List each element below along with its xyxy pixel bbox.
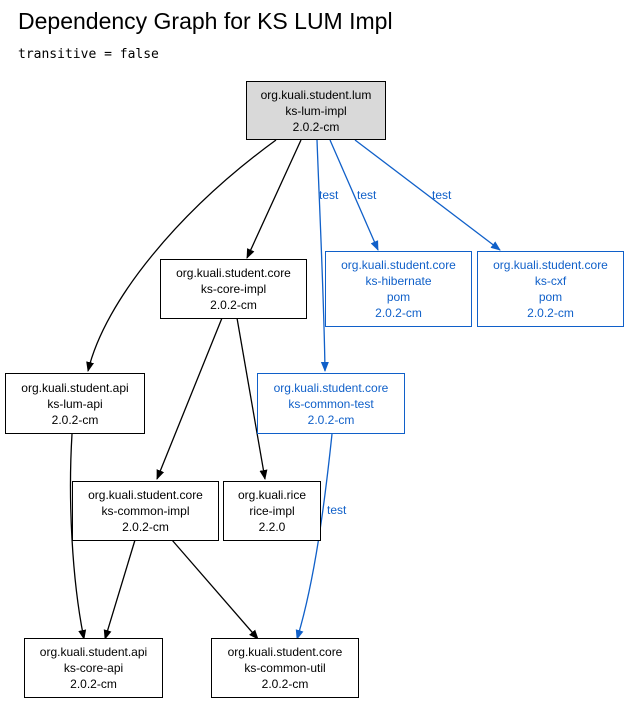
- edge-lum-impl-to-core-impl: [246, 139, 302, 259]
- edge-label-test: test: [327, 503, 347, 517]
- node-artifact: ks-common-util: [244, 661, 326, 675]
- edge-label-test: test: [319, 188, 339, 202]
- edge-common-impl-to-common-util: [171, 539, 259, 640]
- node-group: org.kuali.student.core: [227, 645, 343, 659]
- node-ks-lum-impl[interactable]: org.kuali.student.lum ks-lum-impl 2.0.2-…: [246, 81, 386, 140]
- edge-lum-impl-to-cxf: [354, 139, 501, 251]
- node-ks-common-impl[interactable]: org.kuali.student.core ks-common-impl 2.…: [72, 481, 219, 541]
- node-version: 2.0.2-cm: [292, 119, 340, 134]
- node-group: org.kuali.student.core: [273, 380, 389, 395]
- edge-lum-impl-to-hibernate: [329, 139, 379, 251]
- edge-common-impl-to-core-api: [103, 539, 136, 640]
- node-version: 2.2.0: [258, 520, 286, 534]
- node-group: org.kuali.student.api: [21, 380, 129, 395]
- node-version: 2.0.2-cm: [70, 677, 117, 691]
- node-ks-common-test[interactable]: org.kuali.student.core ks-common-test 2.…: [257, 373, 405, 434]
- node-ks-core-api[interactable]: org.kuali.student.api ks-core-api 2.0.2-…: [24, 638, 163, 698]
- node-version: 2.0.2-cm: [122, 520, 169, 534]
- node-group: org.kuali.student.core: [176, 266, 291, 280]
- node-artifact: ks-hibernate: [365, 274, 432, 288]
- node-artifact: ks-core-impl: [200, 282, 267, 296]
- node-type: pom: [386, 290, 411, 304]
- node-version: 2.0.2-cm: [51, 412, 99, 427]
- node-group: org.kuali.rice: [237, 488, 307, 502]
- node-artifact: ks-common-impl: [101, 504, 190, 518]
- edge-core-impl-to-common-impl: [156, 317, 223, 480]
- node-ks-hibernate[interactable]: org.kuali.student.core ks-hibernate pom …: [325, 251, 472, 327]
- node-group: org.kuali.student.core: [88, 488, 203, 502]
- node-artifact: ks-common-test: [288, 396, 374, 411]
- transitive-param: transitive = false: [18, 47, 159, 62]
- node-rice-impl[interactable]: org.kuali.rice rice-impl 2.2.0: [223, 481, 321, 541]
- node-ks-common-util[interactable]: org.kuali.student.core ks-common-util 2.…: [211, 638, 359, 698]
- node-group: org.kuali.student.core: [341, 258, 456, 272]
- page-title: Dependency Graph for KS LUM Impl: [18, 8, 393, 34]
- node-version: 2.0.2-cm: [210, 298, 257, 312]
- node-group: org.kuali.student.api: [39, 645, 148, 659]
- edge-label-test: test: [357, 188, 377, 202]
- node-ks-lum-api[interactable]: org.kuali.student.api ks-lum-api 2.0.2-c…: [5, 373, 145, 434]
- node-type: pom: [538, 290, 563, 304]
- node-version: 2.0.2-cm: [261, 677, 309, 691]
- node-artifact: ks-lum-api: [47, 396, 103, 411]
- node-group: org.kuali.student.core: [493, 258, 608, 272]
- node-group: org.kuali.student.lum: [260, 87, 372, 102]
- node-artifact: ks-core-api: [63, 661, 124, 675]
- node-version: 2.0.2-cm: [375, 306, 422, 320]
- node-artifact: rice-impl: [249, 504, 295, 518]
- edge-lum-impl-to-lum-api: [86, 139, 277, 372]
- node-version: 2.0.2-cm: [527, 306, 574, 320]
- node-ks-cxf[interactable]: org.kuali.student.core ks-cxf pom 2.0.2-…: [477, 251, 624, 327]
- node-ks-core-impl[interactable]: org.kuali.student.core ks-core-impl 2.0.…: [160, 259, 307, 319]
- node-artifact: ks-lum-impl: [285, 103, 347, 118]
- node-version: 2.0.2-cm: [307, 412, 355, 427]
- node-artifact: ks-cxf: [534, 274, 567, 288]
- edge-lum-impl-to-common-test: [316, 139, 329, 372]
- edge-label-test: test: [432, 188, 452, 202]
- edge-core-impl-to-rice-impl: [236, 317, 268, 480]
